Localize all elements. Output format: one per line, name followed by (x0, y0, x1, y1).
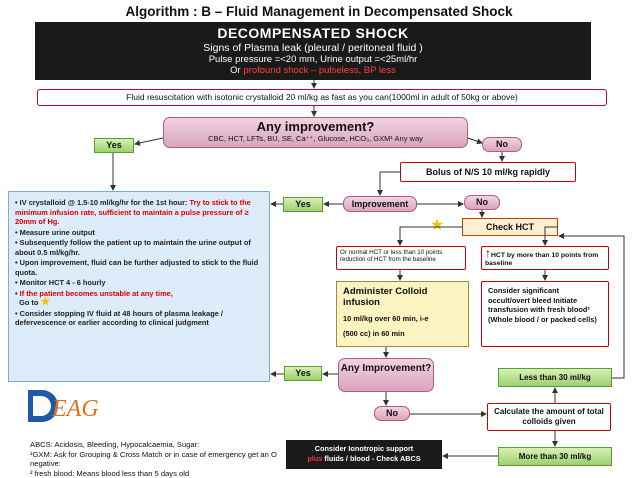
star-icon-check: ★ (430, 217, 445, 234)
ionotropic-line2: plus fluids / blood - Check ABCS (286, 454, 442, 464)
up-arrow-icon: ↑ (485, 246, 491, 260)
less-than-30-box: Less than 30 ml/kg (498, 368, 612, 387)
colloid-infusion-box: Administer Colloid infusion 10 ml/kg ove… (336, 281, 469, 347)
eag-logo: EAG (22, 378, 108, 440)
colloid-heading: Administer Colloid infusion (343, 286, 428, 308)
footnotes: ABCS: Acidosis, Bleeding, Hypocalcaemia,… (30, 440, 280, 478)
footnote-2: ¹GXM: Ask for Grouping & Cross Match or … (30, 449, 277, 469)
decompensated-shock-header: DECOMPENSATED SHOCK Signs of Plasma leak… (35, 22, 591, 80)
bleeding-transfusion-box: Consider significant occult/overt bleed … (481, 281, 609, 347)
improvement-box: Improvement (343, 196, 417, 212)
footnote-3: ² fresh blood: Means blood less than 5 d… (30, 468, 190, 478)
instruction-7-text: Consider stopping IV fluid at 48 hours o… (15, 308, 223, 328)
ionotropic-line1: Consider Ionotropic support (314, 444, 414, 453)
instruction-1-red: Try to stick to the minimum infusion rat… (15, 198, 251, 226)
instruction-1: • IV crystalloid @ 1.5-10 ml/kg/hr for t… (15, 198, 251, 226)
arrow-to-yes1 (134, 137, 164, 146)
any-improvement-box-2: Any Improvement? (338, 358, 434, 392)
header-line3-prefix: Or (230, 65, 244, 76)
no-label-2: No (464, 195, 500, 210)
colloid-line1: 10 ml/kg over 60 min, i-e (343, 314, 429, 323)
instruction-2-text: Measure urine output (19, 227, 95, 237)
instruction-4-text: Upon improvement, fluid can be further a… (15, 258, 259, 277)
instruction-4: • Upon improvement, fluid can be further… (15, 258, 259, 277)
any-improvement-1-sub: CBC, HCT, LFTs, BU, SE, Ca⁺⁺, Glucose, H… (208, 134, 423, 143)
instruction-5-text: Monitor HCT 4 - 6 hourly (19, 278, 106, 287)
maintenance-instructions-panel: • IV crystalloid @ 1.5-10 ml/kg/hr for t… (8, 191, 270, 382)
instruction-6-goto: Go to (19, 298, 39, 307)
normal-hct-box: Or normal HCT or less than 10 points red… (336, 246, 466, 270)
footnote-1: ABCS: Acidosis, Bleeding, Hypocalcaemia,… (30, 440, 200, 449)
header-heading: DECOMPENSATED SHOCK (217, 25, 409, 41)
arrow-check-to-hctbig (542, 226, 558, 246)
ionotropic-support-box: Consider Ionotropic support plus fluids … (286, 440, 442, 469)
instruction-7: • Consider stopping IV fluid at 48 hours… (15, 308, 223, 328)
instruction-2: • Measure urine output (15, 227, 95, 237)
arrow-bolus-to-improvement (377, 171, 400, 196)
header-line1: Signs of Plasma leak (pleural / peritone… (203, 42, 423, 54)
more-than-30-box: More than 30 ml/kg (498, 447, 612, 466)
page-title: Algorithm : B – Fluid Management in Deco… (125, 4, 513, 19)
eag-logo-graphic: EAG (22, 382, 108, 436)
any-improvement-box-1: Any improvement? CBC, HCT, LFTs, BU, SE,… (163, 117, 468, 148)
bolus-box: Bolus of N/S 10 ml/kg rapidly (400, 162, 576, 182)
instruction-6: • If the patient becomes unstable at any… (15, 288, 173, 308)
header-line3-red: profound shock – pulseless, BP less (243, 65, 396, 76)
colloid-line2: (500 cc) in 60 min (343, 329, 405, 338)
any-improvement-1-title: Any improvement? (256, 119, 375, 134)
arrow-check-to-normal (397, 226, 462, 246)
instruction-1b: 1st hour: (155, 198, 188, 207)
hct-increase-text: by more than 10 points from baseline (485, 252, 599, 267)
instruction-6-red: If the patient becomes unstable at any t… (19, 288, 173, 298)
header-line2: Pulse pressure =<20 mm, Urine output =<2… (208, 54, 418, 65)
no-label-3: No (374, 406, 410, 421)
ionotropic-plus: plus (307, 454, 323, 463)
instruction-3-text: Subsequently follow the patient up to ma… (15, 238, 251, 257)
instruction-3: • Subsequently follow the patient up to … (15, 238, 251, 257)
yes-label-1: Yes (94, 138, 134, 153)
instruction-5: • Monitor HCT 4 - 6 hourly (15, 278, 106, 287)
hct-prefix: HCT (491, 252, 505, 259)
ionotropic-rest: fluids / blood - Check ABCS (322, 454, 421, 463)
calculate-colloids-box: Calculate the amount of total colloids g… (487, 403, 611, 431)
star-icon: ★ (40, 296, 51, 308)
header-line3: Or profound shock – pulseless, BP less (35, 65, 591, 76)
fluid-resuscitation-box: Fluid resuscitation with isotonic crysta… (37, 89, 607, 106)
arrow-to-no1 (467, 137, 483, 145)
arrow-lt30-to-check (558, 233, 625, 379)
yes-label-2: Yes (283, 197, 323, 212)
hct-increase-box: ↑HCT by more than 10 points from baselin… (481, 246, 609, 270)
no-label-1: No (482, 137, 522, 152)
yes-label-3: Yes (284, 366, 322, 381)
instruction-1a: IV crystalloid @ 1.5-10 ml/kg/hr for the (19, 198, 154, 207)
logo-text: EAG (51, 396, 99, 422)
